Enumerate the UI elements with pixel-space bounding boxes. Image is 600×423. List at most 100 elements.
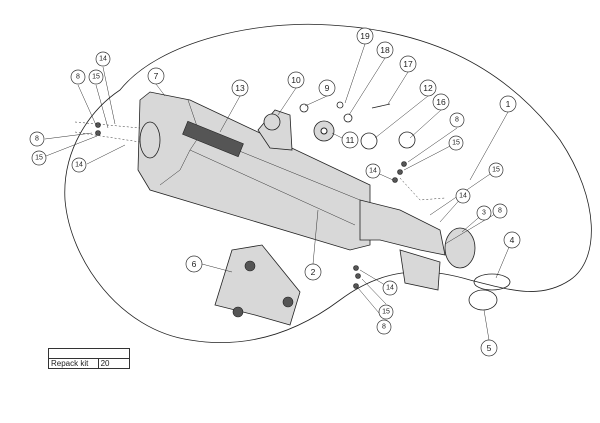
callout-number: 13 xyxy=(235,83,245,93)
part-callout-10: 10 xyxy=(287,71,305,89)
callout-circle xyxy=(341,131,359,149)
part-callout-8: 8 xyxy=(70,69,86,85)
part-callout-16: 16 xyxy=(432,93,450,111)
part-callout-19: 19 xyxy=(356,27,374,45)
callout-number: 14 xyxy=(459,193,467,200)
callout-circle xyxy=(382,280,398,296)
part-callout-8: 8 xyxy=(29,131,45,147)
callout-circle xyxy=(432,93,450,111)
kit-table-header xyxy=(48,348,130,359)
callout-circle xyxy=(376,319,392,335)
callout-number: 19 xyxy=(360,31,370,41)
callout-circle xyxy=(31,150,47,166)
callout-number: 15 xyxy=(35,155,43,162)
part-callout-14: 14 xyxy=(95,51,111,67)
callout-number: 14 xyxy=(386,285,394,292)
callout-circle xyxy=(356,27,374,45)
callout-circle xyxy=(231,79,249,97)
part-callout-14: 14 xyxy=(382,280,398,296)
table-row: Repack kit 20 xyxy=(48,358,131,369)
callout-number: 8 xyxy=(76,74,80,81)
callout-circle xyxy=(29,131,45,147)
callout-number: 16 xyxy=(436,97,446,107)
part-callout-2: 2 xyxy=(304,263,322,281)
callout-number: 14 xyxy=(99,56,107,63)
part-callout-18: 18 xyxy=(376,41,394,59)
part-callout-7: 7 xyxy=(147,67,165,85)
part-callout-15: 15 xyxy=(31,150,47,166)
part-callout-6: 6 xyxy=(185,255,203,273)
callout-circle xyxy=(503,231,521,249)
callout-circle xyxy=(70,69,86,85)
heat-shield xyxy=(214,244,301,326)
callout-circle xyxy=(304,263,322,281)
callout-circle xyxy=(95,51,111,67)
callout-number: 11 xyxy=(346,135,355,145)
callout-circle xyxy=(365,163,381,179)
callout-circle xyxy=(71,157,87,173)
callout-circle xyxy=(492,203,508,219)
callout-number: 14 xyxy=(75,162,83,169)
callout-number: 5 xyxy=(487,343,492,353)
callout-circle xyxy=(287,71,305,89)
callout-number: 7 xyxy=(154,71,159,81)
callout-circle xyxy=(376,41,394,59)
callout-circle xyxy=(399,55,417,73)
part-callout-14: 14 xyxy=(455,188,471,204)
repack-kit-table: Repack kit 20 xyxy=(48,348,131,369)
part-callout-13: 13 xyxy=(231,79,249,97)
part-callout-15: 15 xyxy=(448,135,464,151)
kit-label: Repack kit xyxy=(48,358,99,369)
callout-circle xyxy=(448,135,464,151)
link-pipe xyxy=(359,199,446,256)
callout-circle xyxy=(449,112,465,128)
callout-number: 6 xyxy=(192,259,197,269)
callout-number: 18 xyxy=(380,45,390,55)
part-callout-3: 3 xyxy=(476,205,492,221)
callout-number: 4 xyxy=(510,235,515,245)
callout-circle xyxy=(378,304,394,320)
part-callout-8: 8 xyxy=(492,203,508,219)
part-callout-8: 8 xyxy=(376,319,392,335)
callout-circle xyxy=(499,95,517,113)
callout-number: 17 xyxy=(403,59,413,69)
part-callout-17: 17 xyxy=(399,55,417,73)
part-callout-14: 14 xyxy=(71,157,87,173)
callout-circle xyxy=(147,67,165,85)
part-callout-11: 11 xyxy=(341,131,359,149)
callout-number: 15 xyxy=(382,309,390,316)
callout-number: 15 xyxy=(452,140,460,147)
part-callout-14: 14 xyxy=(365,163,381,179)
callout-circle xyxy=(455,188,471,204)
callout-number: 14 xyxy=(369,168,377,175)
assembly-outline xyxy=(64,23,592,343)
callout-number: 1 xyxy=(506,99,511,109)
callout-circle xyxy=(185,255,203,273)
callout-number: 2 xyxy=(311,267,316,277)
part-callout-15: 15 xyxy=(378,304,394,320)
part-callout-8: 8 xyxy=(449,112,465,128)
callout-number: 10 xyxy=(291,75,301,85)
callout-number: 15 xyxy=(92,74,100,81)
callout-circle xyxy=(419,79,437,97)
callout-number: 8 xyxy=(382,324,386,331)
callout-circle xyxy=(476,205,492,221)
callout-circle xyxy=(480,339,498,357)
muffler xyxy=(137,91,371,251)
callout-number: 12 xyxy=(423,83,433,93)
part-callout-1: 1 xyxy=(499,95,517,113)
callout-number: 8 xyxy=(455,117,459,124)
callout-number: 9 xyxy=(325,83,330,93)
part-callout-15: 15 xyxy=(88,69,104,85)
part-callout-15: 15 xyxy=(488,162,504,178)
callout-number: 15 xyxy=(492,167,500,174)
callout-circle xyxy=(88,69,104,85)
part-callout-5: 5 xyxy=(480,339,498,357)
callout-circle xyxy=(318,79,336,97)
part-callout-9: 9 xyxy=(318,79,336,97)
callout-number: 8 xyxy=(498,208,502,215)
callout-number: 3 xyxy=(482,210,486,217)
kit-value: 20 xyxy=(97,358,131,369)
part-callout-12: 12 xyxy=(419,79,437,97)
